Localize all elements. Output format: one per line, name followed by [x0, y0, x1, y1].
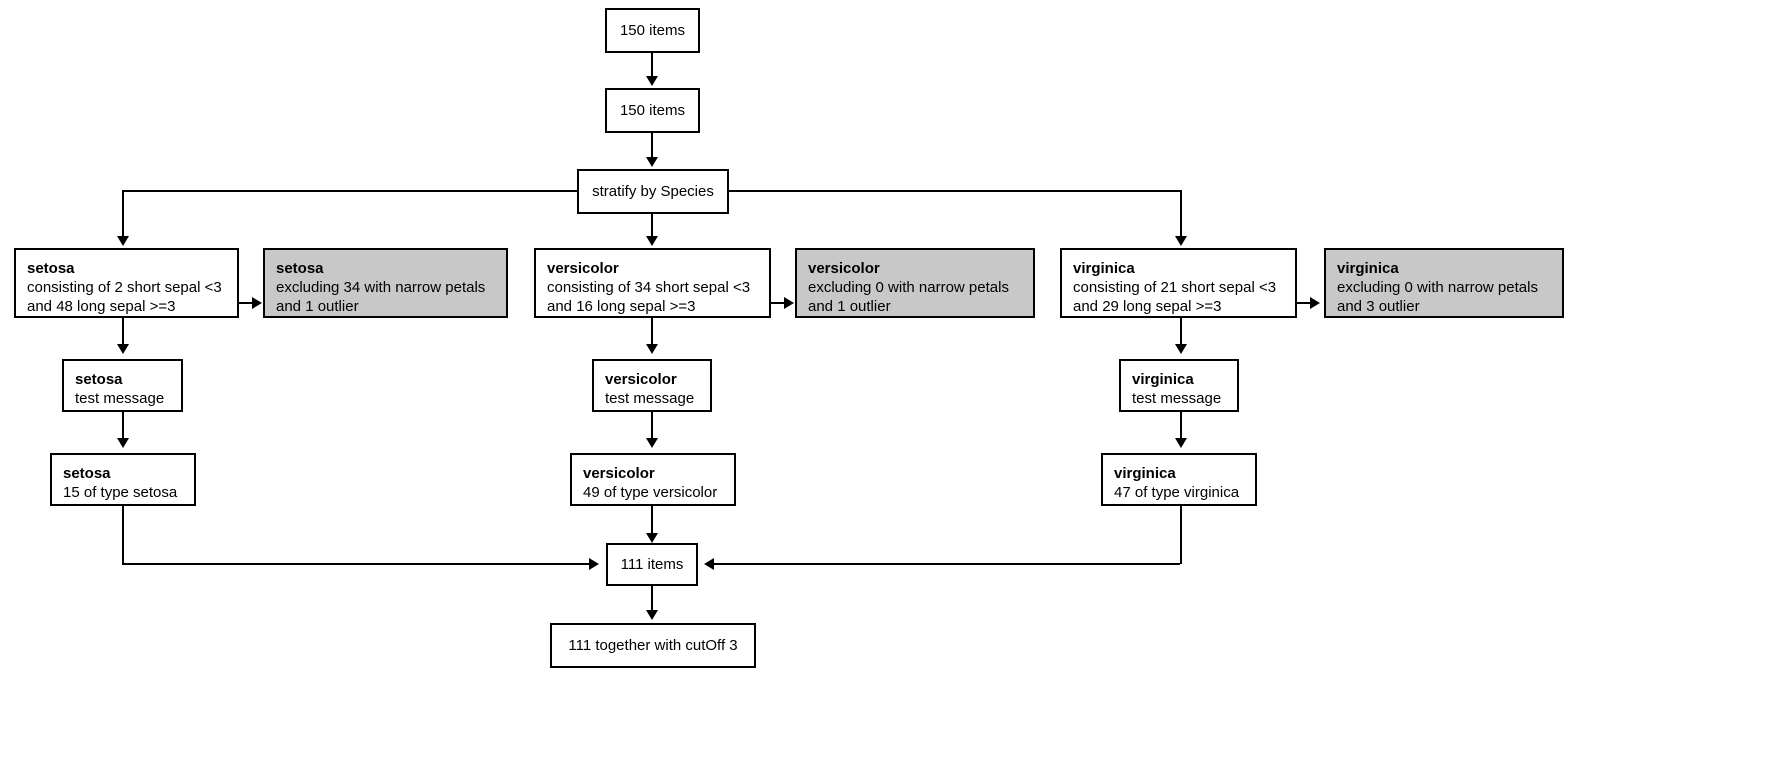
node-versicolor-result-title: versicolor: [583, 465, 655, 482]
node-virginica-message[interactable]: virginica test message: [1119, 359, 1239, 412]
node-versicolor-included[interactable]: versicolor consisting of 34 short sepal …: [534, 248, 771, 318]
edge-versicolor-to-excluded: [771, 302, 785, 304]
edge-second-to-stratify: [651, 133, 653, 159]
bus-drop-virginica: [1180, 190, 1182, 238]
node-virginica-included-title: virginica: [1073, 260, 1135, 277]
node-setosa-excluded[interactable]: setosa excluding 34 with narrow petals a…: [263, 248, 508, 318]
node-setosa-excluded-line1: excluding 34 with narrow petals: [276, 279, 486, 296]
node-final-result[interactable]: 111 together with cutOff 3: [550, 623, 756, 668]
node-versicolor-message-line1: test message: [605, 390, 695, 407]
node-setosa-excluded-title: setosa: [276, 260, 324, 277]
node-virginica-included-line2: and 29 long sepal >=3: [1073, 298, 1222, 315]
merge-line-setosa: [122, 563, 590, 565]
edge-virginica-message-to-result: [1180, 412, 1182, 440]
node-versicolor-result-line1: 49 of type versicolor: [583, 484, 718, 501]
arrow-versicolor-included-to-message: [646, 344, 658, 354]
node-virginica-message-line1: test message: [1132, 390, 1222, 407]
arrow-virginica-message-to-result: [1175, 438, 1187, 448]
arrow-setosa-to-excluded: [252, 297, 262, 309]
node-second-items-label: 150 items: [619, 102, 686, 119]
merge-drop-setosa: [122, 506, 124, 564]
edge-virginica-to-excluded: [1297, 302, 1311, 304]
node-virginica-excluded[interactable]: virginica excluding 0 with narrow petals…: [1324, 248, 1564, 318]
arrow-merge-from-setosa: [589, 558, 599, 570]
bus-drop-versicolor: [651, 214, 653, 238]
edge-start-to-second: [651, 53, 653, 78]
arrow-to-setosa-included: [117, 236, 129, 246]
arrow-to-versicolor-included: [646, 236, 658, 246]
node-setosa-included-line1: consisting of 2 short sepal <3: [27, 279, 222, 296]
arrow-versicolor-message-to-result: [646, 438, 658, 448]
arrow-setosa-message-to-result: [117, 438, 129, 448]
node-merge-items[interactable]: 111 items: [606, 543, 698, 586]
arrow-setosa-included-to-message: [117, 344, 129, 354]
node-setosa-result-title: setosa: [63, 465, 111, 482]
node-virginica-excluded-line1: excluding 0 with narrow petals: [1337, 279, 1538, 296]
node-versicolor-excluded[interactable]: versicolor excluding 0 with narrow petal…: [795, 248, 1035, 318]
node-versicolor-included-line1: consisting of 34 short sepal <3: [547, 279, 751, 296]
node-second-items[interactable]: 150 items: [605, 88, 700, 133]
node-start-items[interactable]: 150 items: [605, 8, 700, 53]
arrow-versicolor-to-excluded: [784, 297, 794, 309]
node-versicolor-excluded-title: versicolor: [808, 260, 880, 277]
node-versicolor-excluded-line2: and 1 outlier: [808, 298, 891, 315]
bus-drop-setosa: [122, 190, 124, 238]
node-virginica-included-line1: consisting of 21 short sepal <3: [1073, 279, 1277, 296]
node-stratify-label: stratify by Species: [592, 183, 714, 200]
node-setosa-included-title: setosa: [27, 260, 75, 277]
bus-stratify-left: [122, 190, 579, 192]
edge-setosa-message-to-result: [122, 412, 124, 440]
node-versicolor-result[interactable]: versicolor 49 of type versicolor: [570, 453, 736, 506]
node-setosa-included-line2: and 48 long sepal >=3: [27, 298, 176, 315]
arrow-merge-from-versicolor: [646, 533, 658, 543]
node-virginica-excluded-line2: and 3 outlier: [1337, 298, 1420, 315]
arrow-to-virginica-included: [1175, 236, 1187, 246]
edge-setosa-included-to-message: [122, 318, 124, 346]
node-merge-items-label: 111 items: [620, 556, 684, 573]
node-start-items-label: 150 items: [619, 22, 686, 39]
edge-versicolor-included-to-message: [651, 318, 653, 346]
arrow-virginica-included-to-message: [1175, 344, 1187, 354]
merge-drop-virginica: [1180, 506, 1182, 564]
node-versicolor-included-line2: and 16 long sepal >=3: [547, 298, 696, 315]
node-virginica-result-line1: 47 of type virginica: [1114, 484, 1240, 501]
node-setosa-message-title: setosa: [75, 371, 123, 388]
edge-setosa-to-excluded: [239, 302, 253, 304]
node-setosa-excluded-line2: and 1 outlier: [276, 298, 359, 315]
node-virginica-result-title: virginica: [1114, 465, 1176, 482]
arrow-merge-from-virginica: [704, 558, 714, 570]
merge-line-virginica: [714, 563, 1180, 565]
node-versicolor-message-title: versicolor: [605, 371, 677, 388]
node-virginica-excluded-title: virginica: [1337, 260, 1399, 277]
node-setosa-message[interactable]: setosa test message: [62, 359, 183, 412]
bus-stratify-right: [727, 190, 1182, 192]
node-setosa-message-line1: test message: [75, 390, 165, 407]
node-virginica-included[interactable]: virginica consisting of 21 short sepal <…: [1060, 248, 1297, 318]
node-final-result-label: 111 together with cutOff 3: [568, 637, 738, 654]
node-stratify[interactable]: stratify by Species: [577, 169, 729, 214]
edge-versicolor-message-to-result: [651, 412, 653, 440]
node-versicolor-excluded-line1: excluding 0 with narrow petals: [808, 279, 1009, 296]
arrow-second-to-stratify: [646, 157, 658, 167]
edge-merge-to-final: [651, 586, 653, 612]
arrow-virginica-to-excluded: [1310, 297, 1320, 309]
node-versicolor-message[interactable]: versicolor test message: [592, 359, 712, 412]
node-setosa-result-line1: 15 of type setosa: [63, 484, 178, 501]
merge-drop-versicolor: [651, 506, 653, 535]
node-virginica-message-title: virginica: [1132, 371, 1194, 388]
arrow-merge-to-final: [646, 610, 658, 620]
node-versicolor-included-title: versicolor: [547, 260, 619, 277]
node-virginica-result[interactable]: virginica 47 of type virginica: [1101, 453, 1257, 506]
node-setosa-included[interactable]: setosa consisting of 2 short sepal <3 an…: [14, 248, 239, 318]
node-setosa-result[interactable]: setosa 15 of type setosa: [50, 453, 196, 506]
arrow-start-to-second: [646, 76, 658, 86]
edge-virginica-included-to-message: [1180, 318, 1182, 346]
